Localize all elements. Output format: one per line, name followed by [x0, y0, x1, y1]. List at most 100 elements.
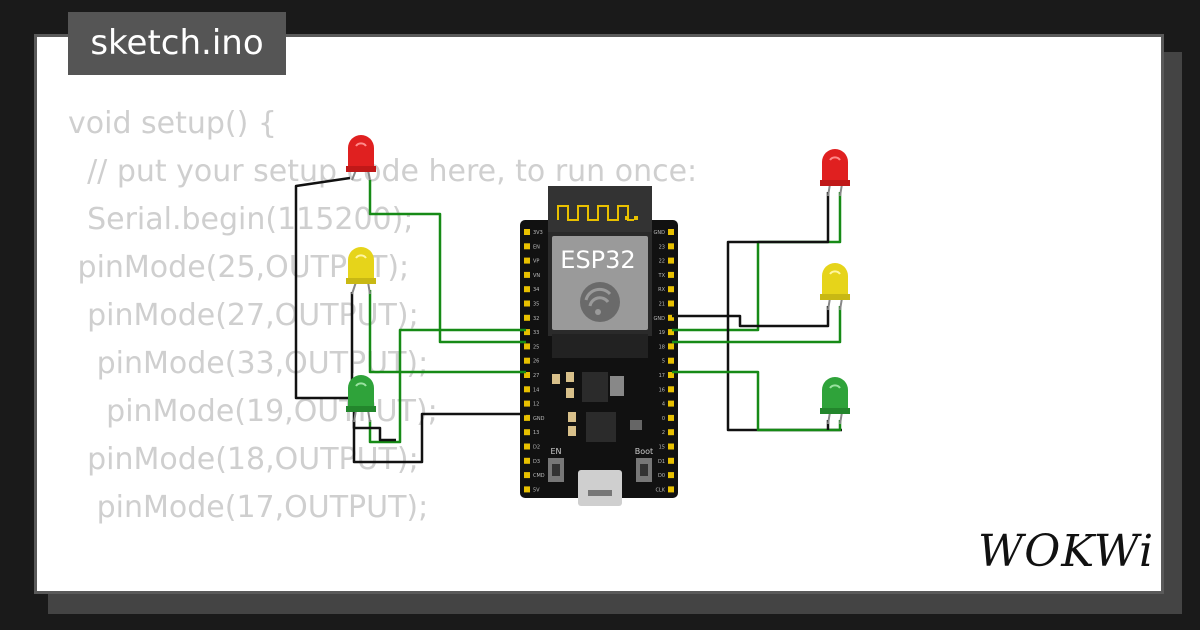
right-pin-label: D1 — [658, 459, 665, 465]
right-pin-label: 5 — [662, 359, 665, 365]
right-pin[interactable] — [668, 271, 674, 278]
green-led-left[interactable] — [346, 375, 376, 423]
left-pin-label: 34 — [533, 287, 539, 293]
right-pin-label: 2 — [662, 430, 665, 436]
left-pin[interactable] — [524, 414, 530, 421]
right-pin[interactable] — [668, 443, 674, 450]
left-pin[interactable] — [524, 357, 530, 364]
left-pin[interactable] — [524, 243, 530, 250]
left-pin-label: EN — [533, 244, 540, 250]
code-line: pinMode(17,OUTPUT); — [68, 490, 429, 525]
esp32-board[interactable]: ESP32 EN Boot 3V3ENVPVN34353233252627141… — [520, 186, 678, 506]
right-pin-label: GND — [654, 230, 666, 236]
left-pin[interactable] — [524, 257, 530, 264]
en-button-label: EN — [550, 447, 561, 456]
wire-green — [672, 192, 842, 332]
right-pin[interactable] — [668, 229, 674, 235]
left-pin-label: 3V3 — [533, 230, 543, 236]
logo-text: WOKWi — [978, 526, 1152, 577]
left-pin-header: 3V3ENVPVN343532332526271412GND13D2D3CMD5… — [524, 229, 545, 493]
right-pin-label: 18 — [659, 344, 665, 350]
yellow-led-right[interactable] — [820, 263, 850, 311]
left-pin[interactable] — [524, 343, 530, 350]
right-pin[interactable] — [668, 257, 674, 264]
right-pin-label: 21 — [659, 302, 665, 308]
right-pin-label: D0 — [658, 473, 665, 479]
left-pin-label: CMD — [533, 473, 545, 479]
wires — [294, 176, 842, 464]
left-pin[interactable] — [524, 457, 530, 464]
code-line: pinMode(18,OUTPUT); — [68, 442, 419, 477]
left-pin[interactable] — [524, 271, 530, 278]
left-pin[interactable] — [524, 286, 530, 293]
right-pin[interactable] — [668, 400, 674, 407]
right-pin-label: 22 — [659, 259, 665, 265]
left-pin[interactable] — [524, 300, 530, 307]
right-pin-label: RX — [658, 287, 665, 293]
left-pin[interactable] — [524, 429, 530, 436]
right-pin-label: 23 — [659, 244, 665, 250]
right-pin[interactable] — [668, 300, 674, 307]
right-pin-label: TX — [658, 273, 666, 279]
right-pin-label: 0 — [662, 416, 665, 422]
left-pin[interactable] — [524, 443, 530, 450]
code-line: // put your setup code here, to run once… — [68, 154, 698, 189]
left-pin-label: 13 — [533, 430, 539, 436]
left-pin-label: VN — [533, 273, 540, 279]
right-pin[interactable] — [668, 472, 674, 479]
left-pin[interactable] — [524, 229, 530, 235]
right-pin-label: 15 — [659, 445, 665, 451]
left-pin[interactable] — [524, 329, 530, 336]
right-pin-label: 19 — [659, 330, 665, 336]
green-led-right[interactable] — [820, 377, 850, 425]
left-pin-label: 26 — [533, 359, 539, 365]
left-pin-label: GND — [533, 416, 545, 422]
left-pin[interactable] — [524, 372, 530, 378]
left-pin[interactable] — [524, 486, 530, 493]
left-pin-label: D2 — [533, 445, 540, 451]
code-line: pinMode(19,OUTPUT); — [68, 394, 438, 429]
left-pin-label: 14 — [533, 387, 539, 393]
wire-green — [368, 328, 526, 444]
right-pin-label: GND — [654, 316, 666, 322]
left-pin-label: VP — [533, 259, 539, 265]
left-pin-label: D3 — [533, 459, 540, 465]
left-pin[interactable] — [524, 386, 530, 393]
right-pin[interactable] — [668, 286, 674, 293]
left-pin-label: 35 — [533, 302, 539, 308]
red-led-left[interactable] — [346, 135, 376, 181]
red-led-right[interactable] — [820, 149, 850, 197]
right-pin[interactable] — [668, 314, 674, 321]
wokwi-logo: WOKWi — [978, 526, 1152, 577]
code-line: pinMode(27,OUTPUT); — [68, 298, 419, 333]
right-pin[interactable] — [668, 486, 674, 493]
right-pin[interactable] — [668, 457, 674, 464]
left-pin[interactable] — [524, 400, 530, 407]
right-pin-label: 4 — [662, 402, 665, 408]
board-label: ESP32 — [560, 246, 635, 274]
wire-green — [368, 290, 526, 374]
left-pin[interactable] — [524, 472, 530, 479]
wire-black — [352, 420, 396, 442]
right-pin[interactable] — [668, 243, 674, 250]
left-pin-label: 33 — [533, 330, 539, 336]
left-pin-label: 25 — [533, 344, 539, 350]
right-pin[interactable] — [668, 414, 674, 421]
code-line: void setup() { — [68, 106, 277, 141]
right-pin[interactable] — [668, 386, 674, 393]
right-pin[interactable] — [668, 357, 674, 364]
right-pin[interactable] — [668, 329, 674, 336]
right-pin-label: 17 — [659, 373, 665, 379]
wire-green — [672, 370, 842, 432]
file-tab[interactable]: sketch.ino — [68, 12, 286, 75]
right-pin[interactable] — [668, 372, 674, 378]
right-pin[interactable] — [668, 343, 674, 350]
espressif-icon — [580, 282, 620, 322]
yellow-led-left[interactable] — [346, 247, 376, 295]
left-pin[interactable] — [524, 314, 530, 321]
code-line: pinMode(33,OUTPUT); — [68, 346, 429, 381]
right-pin[interactable] — [668, 429, 674, 436]
